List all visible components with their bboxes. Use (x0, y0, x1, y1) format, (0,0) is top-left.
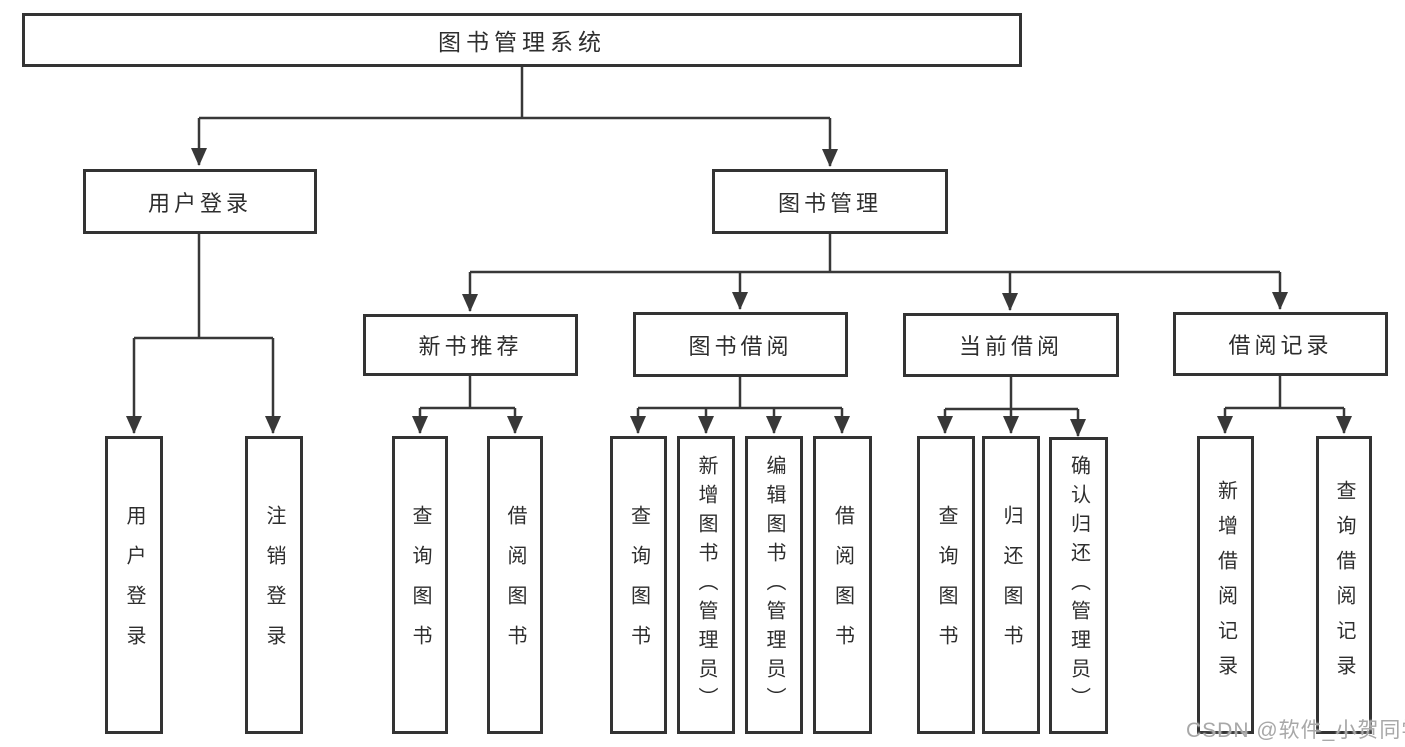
node-label: 图书借阅 (688, 333, 793, 359)
leaf-query-books-1: 查询图书 (392, 436, 448, 734)
leaf-return-books: 归还图书 (982, 436, 1040, 734)
leaf-confirm-return-admin: 确认归还（管理员） (1049, 437, 1108, 734)
node-label: 编辑图书（管理员） (763, 454, 785, 716)
node-label: 新书推荐 (418, 334, 523, 359)
node-label: 图书管理系统 (438, 29, 606, 55)
leaf-add-books-admin: 新增图书（管理员） (677, 436, 735, 734)
node-label: 查询借阅记录 (1333, 480, 1355, 690)
leaf-query-books-3: 查询图书 (917, 436, 975, 734)
leaf-borrow-books-2: 借阅图书 (813, 436, 872, 734)
node-book-borrowing: 图书借阅 (633, 312, 848, 377)
leaf-query-books-2: 查询图书 (610, 436, 667, 734)
node-label: 当前借阅 (958, 334, 1063, 359)
node-label: 查询图书 (935, 505, 957, 665)
node-label: 查询图书 (627, 505, 650, 665)
node-book-management: 图书管理 (712, 169, 948, 234)
node-label: 新增图书（管理员） (695, 454, 717, 716)
node-label: 借阅图书 (831, 505, 854, 665)
node-current-borrowing: 当前借阅 (903, 313, 1119, 377)
leaf-user-login: 用户登录 (105, 436, 163, 734)
node-label: 确认归还（管理员） (1067, 455, 1090, 716)
node-user-login: 用户登录 (83, 169, 317, 234)
node-label: 用户登录 (123, 505, 145, 665)
node-label: 图书管理 (777, 190, 882, 216)
node-label: 查询图书 (409, 505, 431, 665)
leaf-add-borrow-record: 新增借阅记录 (1197, 436, 1254, 734)
leaf-query-borrow-record: 查询借阅记录 (1316, 436, 1372, 734)
node-new-book-recommendation: 新书推荐 (363, 314, 578, 376)
node-label: 借阅图书 (504, 505, 526, 665)
node-root-library-system: 图书管理系统 (22, 13, 1022, 67)
leaf-borrow-books-1: 借阅图书 (487, 436, 543, 734)
node-borrowing-records: 借阅记录 (1173, 312, 1388, 376)
node-label: 归还图书 (1000, 505, 1022, 665)
node-label: 注销登录 (263, 505, 285, 665)
node-label: 新增借阅记录 (1214, 480, 1237, 690)
node-label: 用户登录 (147, 190, 252, 216)
leaf-edit-books-admin: 编辑图书（管理员） (745, 436, 803, 734)
leaf-logout: 注销登录 (245, 436, 303, 734)
node-label: 借阅记录 (1228, 333, 1333, 358)
csdn-watermark: CSDN @软件_小贺同学 (1186, 719, 1405, 742)
